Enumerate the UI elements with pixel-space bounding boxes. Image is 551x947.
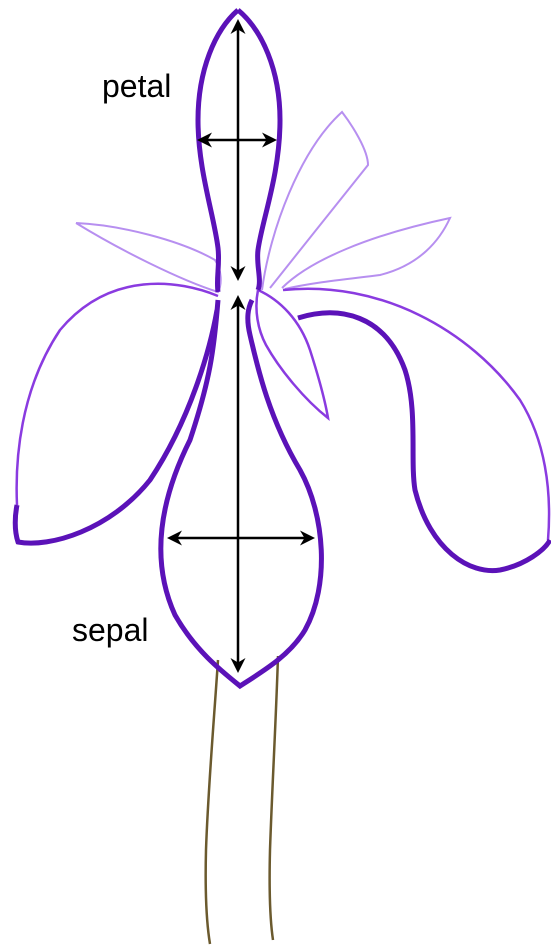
stem-left [206, 660, 218, 944]
stem-right [270, 656, 278, 940]
sepal-label: sepal [72, 612, 149, 648]
light-petal-right-lower [282, 218, 450, 289]
petal-label: petal [102, 68, 171, 104]
left-drooping-sepal [15, 310, 217, 543]
light-petal-left [76, 223, 221, 292]
right-drooping-sepal [298, 313, 550, 571]
medium-petal-left [17, 284, 218, 505]
sepal-outline [161, 300, 322, 686]
